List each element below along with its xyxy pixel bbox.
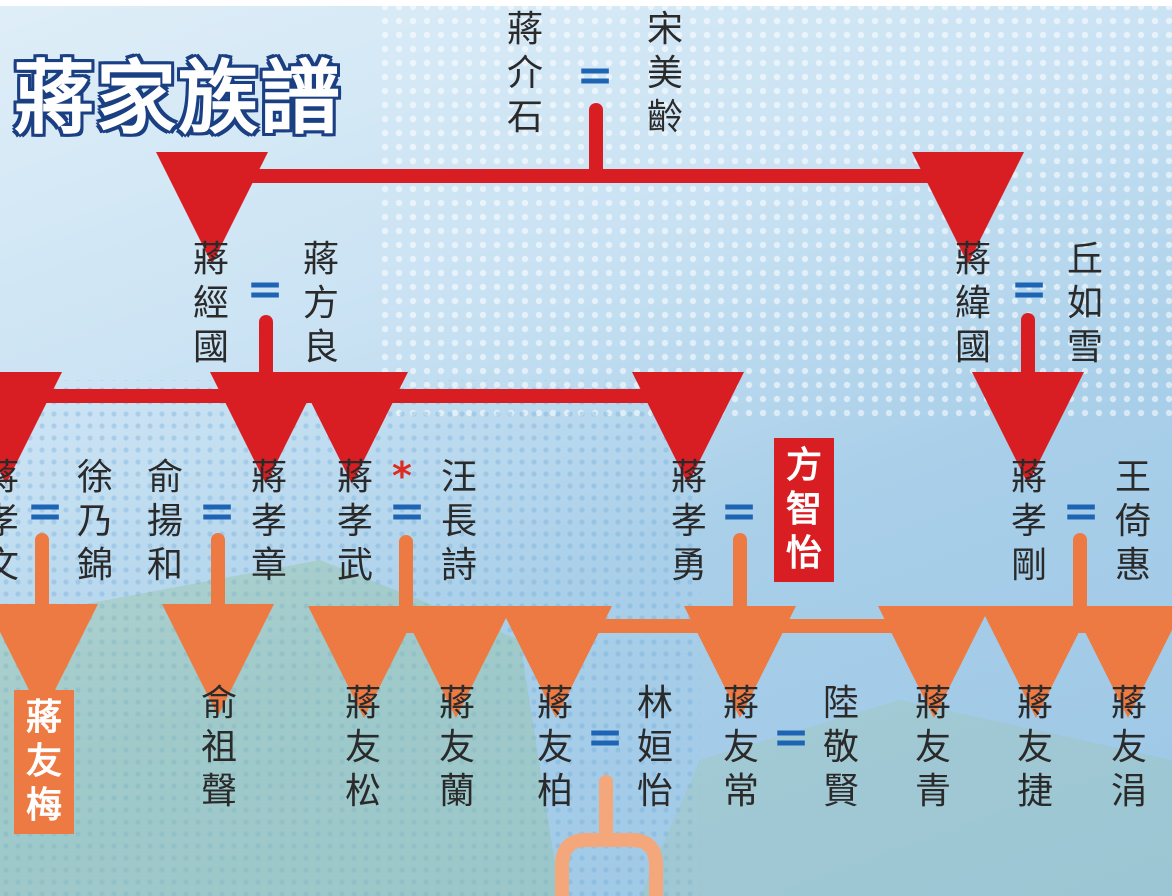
person-jiang-youmei: 蔣友梅	[14, 690, 74, 834]
person-lu-jingxian: 陸敬賢	[822, 683, 859, 812]
person-qiu-ruxue: 丘如雪	[1066, 239, 1103, 368]
person-jiang-youjuan: 蔣友涓	[1110, 683, 1147, 812]
spouse-marker: =	[576, 50, 614, 101]
person-jiang-youjie: 蔣友捷	[1016, 683, 1053, 812]
spouse-marker: =	[586, 712, 624, 763]
spouse-marker: =	[246, 264, 284, 315]
person-jiang-xiaogang: 蔣孝剛	[1010, 457, 1047, 586]
connector-to-weiguo	[589, 152, 1024, 264]
person-jiang-xiaozhang: 蔣孝章	[250, 457, 287, 586]
connector-to-jingguo	[156, 152, 603, 264]
spouse-marker: =	[720, 486, 758, 537]
person-wang-changshi: 汪長詩	[440, 457, 477, 586]
person-yu-zusheng: 俞祖聲	[200, 683, 237, 812]
person-jiang-fangliang: 蔣方良	[302, 239, 339, 368]
connector-youbai-children	[555, 775, 663, 896]
person-yu-yanghe: 俞揚和	[146, 457, 183, 586]
person-jiang-xiaoyong: 蔣孝勇	[670, 457, 707, 586]
person-wang-yihui: 王倚惠	[1114, 457, 1151, 586]
spouse-marker: =	[26, 486, 64, 537]
person-jiang-youbai: 蔣友柏	[536, 683, 573, 812]
person-jiang-xiaowu: 蔣孝武	[336, 457, 373, 586]
spouse-marker: =	[388, 486, 426, 537]
spouse-marker: =	[1062, 486, 1100, 537]
person-jiang-yousong: 蔣友松	[344, 683, 381, 812]
person-jiang-youlan: 蔣友蘭	[438, 683, 475, 812]
person-lin-xuanyi: 林姮怡	[636, 683, 673, 812]
person-jiang-weiguo: 蔣緯國	[954, 239, 991, 368]
connector-jingguo-bar	[0, 372, 744, 484]
person-fang-zhiyi: 方智怡	[774, 438, 834, 582]
connector-xiaoyong-children	[549, 533, 941, 667]
person-jiang-jieshi: 蔣介石	[506, 9, 543, 138]
person-jiang-youchang: 蔣友常	[722, 683, 759, 812]
spouse-marker: =	[772, 712, 810, 763]
person-song-meiling: 宋美齡	[646, 9, 683, 138]
person-jiang-jingguo: 蔣經國	[192, 239, 229, 368]
spouse-marker: =	[1010, 264, 1048, 315]
asterisk-note-marker: *	[392, 454, 412, 498]
person-jiang-xiaowen: 蔣孝文	[0, 457, 19, 586]
person-jiang-youqing: 蔣友青	[914, 683, 951, 812]
person-xu-naijin: 徐乃錦	[76, 457, 113, 586]
diagram-title: 蔣家族譜	[14, 52, 342, 145]
spouse-marker: =	[198, 486, 236, 537]
